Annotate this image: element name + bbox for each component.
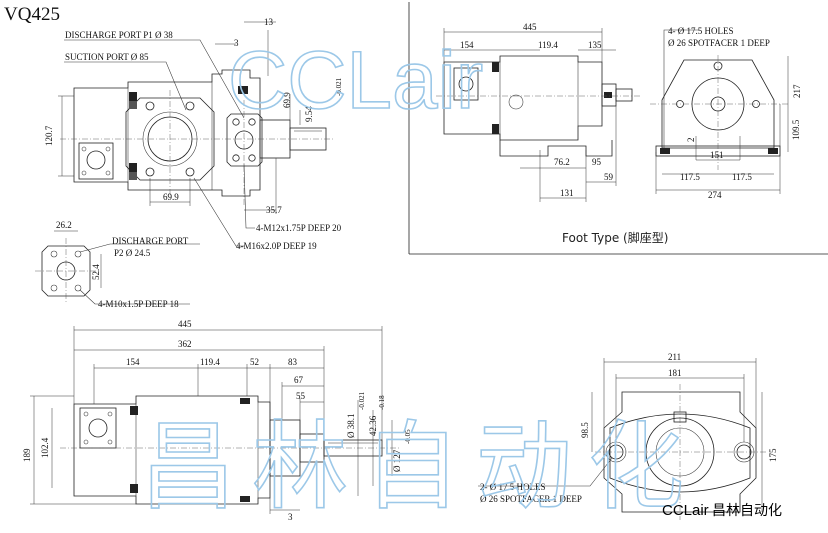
foot-side-labels: 445 154 119.4 135 76.2 95 59 131 <box>460 22 614 198</box>
bottom-side-view <box>30 326 400 514</box>
dim-13: 13 <box>264 17 274 27</box>
bottom-end-view <box>478 358 768 520</box>
p2-labels: 26.2 52.4 DISCHARGE PORT P2 Ø 24.5 4-M10… <box>56 220 189 309</box>
dim-3b: 3 <box>288 512 293 522</box>
dim-117-5-right: 117.5 <box>732 172 752 182</box>
dim-274: 274 <box>708 190 722 200</box>
dim-3a: 3 <box>234 38 239 48</box>
dim-98-5: 98.5 <box>580 422 590 438</box>
label-bolt-m10: 4-M10x1.5P DEEP 18 <box>98 299 179 309</box>
dim-2: 2 <box>686 138 696 143</box>
label-holes-top: 4- Ø 17.5 HOLES <box>668 26 734 36</box>
dim-131: 131 <box>560 188 574 198</box>
label-holes-bottom: 2- Ø 17.5 HOLES <box>480 482 546 492</box>
dim-135: 135 <box>588 40 602 50</box>
dim-26-2: 26.2 <box>56 220 72 230</box>
front-view-flange <box>58 21 335 247</box>
dim-55: 55 <box>296 391 306 401</box>
label-spotfacer-bottom: Ø 26 SPOTFACER 1 DEEP <box>480 494 582 504</box>
dim-117-5-left: 117.5 <box>680 172 700 182</box>
watermark-top: CCLair <box>228 35 483 126</box>
dim-76-2: 76.2 <box>554 157 570 167</box>
dim-42-36: 42.36 <box>368 415 378 436</box>
dim-120-7: 120.7 <box>44 125 54 146</box>
tol-42-36: -0.18 <box>378 395 386 410</box>
dim-95: 95 <box>592 157 602 167</box>
tol-9-54: -0.021 <box>335 77 343 96</box>
brand-cn: 昌林自动化 <box>712 503 782 519</box>
dim-127: Ø 127 <box>392 449 402 472</box>
model-title: VQ425 <box>4 4 60 25</box>
label-bolt-m12: 4-M12x1.75P DEEP 20 <box>256 223 342 233</box>
brand-en: CCLair <box>662 502 709 519</box>
foot-side-view <box>436 28 640 202</box>
dim-119-4-top: 119.4 <box>538 40 558 50</box>
watermark-bottom: 昌林自动化 <box>140 411 700 523</box>
dim-52-4: 52.4 <box>91 264 101 280</box>
label-discharge-port-p2: P2 Ø 24.5 <box>114 248 151 258</box>
dim-102-4: 102.4 <box>40 437 50 458</box>
dim-52: 52 <box>250 357 259 367</box>
label-suction-port: SUCTION PORT Ø 85 <box>65 52 149 62</box>
dim-362: 362 <box>178 339 192 349</box>
front-view-labels: DISCHARGE PORT P1 Ø 38 SUCTION PORT Ø 85… <box>44 17 343 251</box>
dim-69-9-horizontal: 69.9 <box>163 192 179 202</box>
dim-38-1: Ø 38.1 <box>346 414 356 439</box>
label-bolt-m16: 4-M16x2.0P DEEP 19 <box>236 241 317 251</box>
dim-175: 175 <box>768 448 778 462</box>
dim-211: 211 <box>668 352 681 362</box>
bottom-end-labels: 211 181 98.5 175 2- Ø 17.5 HOLES Ø 26 SP… <box>480 352 778 504</box>
dim-189: 189 <box>22 448 32 462</box>
dim-445-top: 445 <box>523 22 537 32</box>
dim-151: 151 <box>710 150 724 160</box>
dim-445-bottom: 445 <box>178 319 192 329</box>
label-discharge-port-p1: DISCHARGE PORT P1 Ø 38 <box>65 30 173 40</box>
foot-end-view <box>650 29 790 194</box>
dim-67: 67 <box>294 375 304 385</box>
dim-154-bottom: 154 <box>126 357 140 367</box>
dim-119-4-bottom: 119.4 <box>200 357 220 367</box>
foot-type-frame <box>408 2 828 255</box>
discharge-port-p2-detail <box>35 230 200 305</box>
tol-38-1: -0.021 <box>358 391 366 410</box>
tol-127: -0.05 <box>404 429 412 444</box>
dim-69-9-vertical: 69.9 <box>282 92 292 108</box>
dim-109-5: 109.5 <box>791 119 801 140</box>
dim-59: 59 <box>604 172 614 182</box>
dim-83: 83 <box>288 357 298 367</box>
dim-154-top: 154 <box>460 40 474 50</box>
dim-9-54: 9.54 <box>304 106 314 122</box>
label-discharge-port: DISCHARGE PORT <box>112 236 189 246</box>
dim-181: 181 <box>668 368 682 378</box>
brand-logo: CCLair 昌林自动化 <box>662 502 782 519</box>
label-spotfacer-top: Ø 26 SPOTFACER 1 DEEP <box>668 38 770 48</box>
foot-type-label: Foot Type (脚座型) <box>562 230 668 245</box>
foot-end-labels: 4- Ø 17.5 HOLES Ø 26 SPOTFACER 1 DEEP 2 … <box>668 26 802 200</box>
dim-217: 217 <box>792 84 802 98</box>
bottom-side-labels: 445 362 154 119.4 52 83 67 55 102.4 189 … <box>22 319 412 522</box>
dim-35-7: 35.7 <box>266 205 282 215</box>
